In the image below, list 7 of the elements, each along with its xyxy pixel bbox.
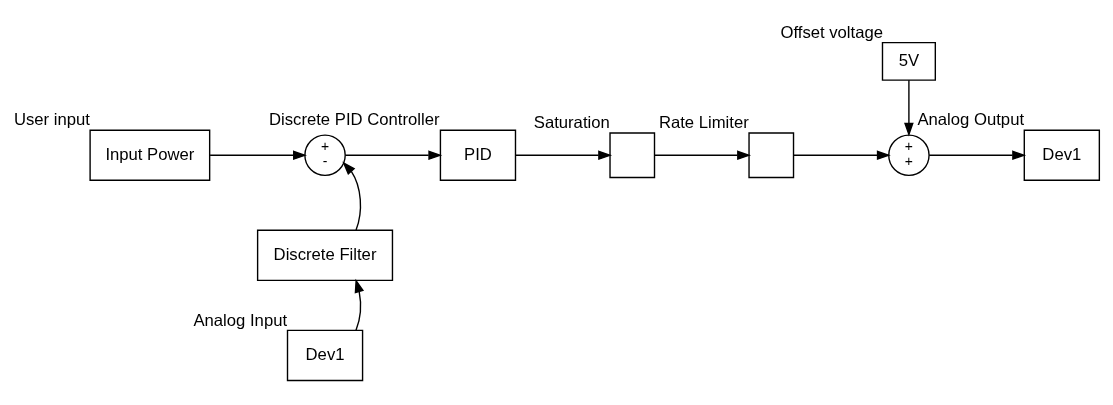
node-label: User input [13,110,90,130]
node-label: Rate Limiter [658,113,749,133]
node-label: Saturation [533,113,610,133]
node-label: Analog Output [917,110,1025,130]
node-label: Analog Input [193,310,288,330]
node-label: Discrete PID Controller [268,110,440,130]
node-label: Offset voltage [780,22,884,42]
